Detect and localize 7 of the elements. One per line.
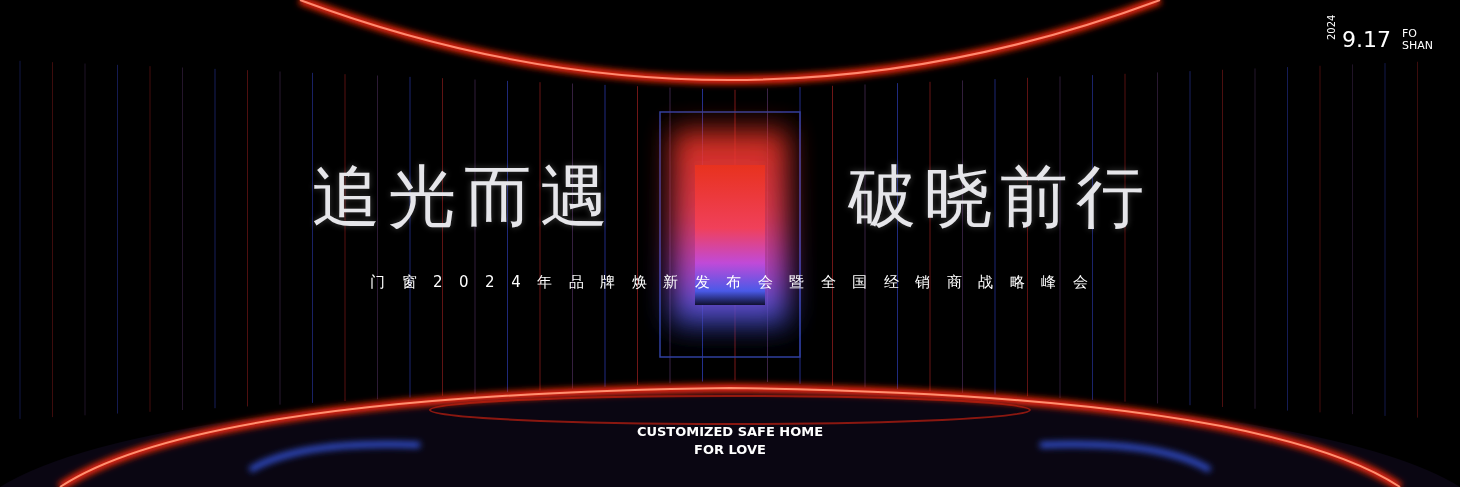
slogan-text: CUSTOMIZED SAFE HOME FOR LOVE: [635, 423, 825, 459]
city-text: FO SHAN: [1402, 28, 1434, 53]
headline-text: 破晓前行: [848, 160, 1152, 235]
year-text: 2024: [1326, 14, 1337, 40]
subtitle-text: 门窗2024年品牌焕新发布会暨全国经销商战略峰会: [370, 274, 1105, 291]
date-text: 9.17: [1342, 28, 1391, 53]
headline-text: 追光而遇: [312, 160, 616, 235]
